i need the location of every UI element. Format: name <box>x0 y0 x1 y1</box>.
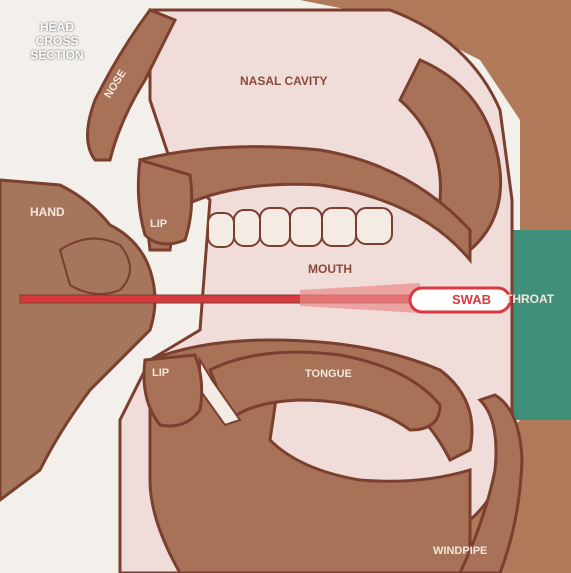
throat-label: THROAT <box>505 292 571 306</box>
nasal-cavity-label: NASAL CAVITY <box>240 74 328 88</box>
lower-lip-shape <box>144 355 202 426</box>
head-cross-section-line-2: CROSS <box>22 34 92 48</box>
finger-shape <box>60 239 130 294</box>
head-cross-section-label: HEAD CROSS SECTION <box>22 20 92 62</box>
hand-label: HAND <box>30 205 65 219</box>
mouth-label: MOUTH <box>308 262 352 276</box>
upper-lip-label: LIP <box>150 218 167 230</box>
head-cross-section-line-3: SECTION <box>22 48 92 62</box>
upper-lip-shape <box>138 160 191 244</box>
head-cross-section-line-1: HEAD <box>22 20 92 34</box>
windpipe-label: WINDPIPE <box>433 545 487 557</box>
swab-label: SWAB <box>452 292 491 307</box>
lower-lip-label: LIP <box>152 367 169 379</box>
tongue-label: TONGUE <box>305 368 352 380</box>
upper-teeth <box>208 208 392 247</box>
throat-band <box>512 230 571 420</box>
